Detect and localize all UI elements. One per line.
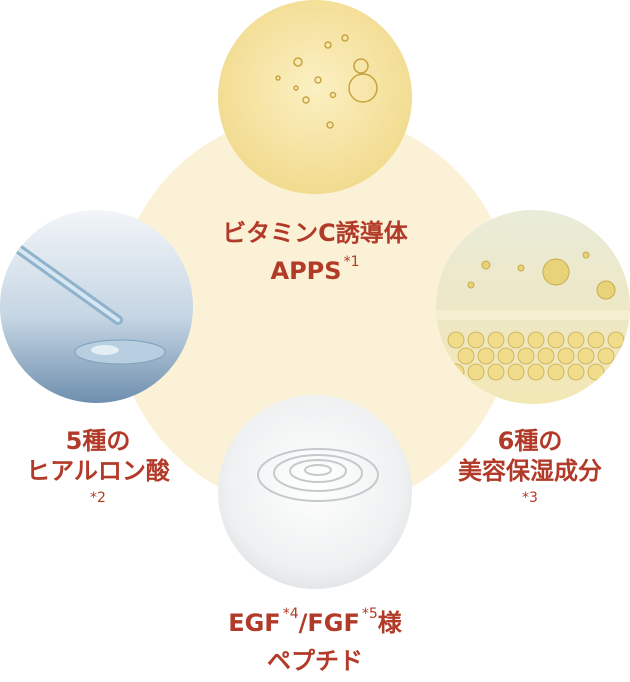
apps-text: APPS (270, 257, 342, 285)
slash-text: / (298, 609, 308, 637)
peptide-title: ペプチド (267, 647, 363, 675)
vitamin-c-oil-image (218, 0, 412, 194)
hyaluronic-acid-dropper-image (0, 210, 193, 403)
moisturizing-ingredients-image (436, 210, 630, 404)
moisturizing-title: 美容保湿成分 (458, 457, 602, 485)
like-text: 様 (377, 609, 402, 637)
hyaluronic-count: 5種の (65, 427, 131, 455)
fgf-text: FGF (307, 609, 360, 637)
peptide-ripple-image (218, 395, 412, 589)
hyaluronic-title: ヒアルロン酸 (26, 457, 170, 485)
note-5: *5 (361, 606, 378, 622)
egf-text: EGF (228, 609, 281, 637)
note-2: *2 (90, 490, 106, 506)
moisturizing-count: 6種の (497, 427, 563, 455)
hyaluronic-acid-label: 5種の ヒアルロン酸 *2 (0, 426, 196, 508)
peptide-label: EGF*4/FGF*5様 ペプチド (165, 606, 465, 676)
note-4: *4 (282, 606, 299, 622)
note-3: *3 (522, 490, 538, 506)
vitamin-c-title: ビタミンC誘導体 (222, 219, 408, 247)
note-1: *1 (343, 254, 360, 270)
vitamin-c-label: ビタミンC誘導体 APPS*1 (165, 218, 465, 286)
moisturizing-label: 6種の 美容保湿成分 *3 (430, 426, 630, 508)
